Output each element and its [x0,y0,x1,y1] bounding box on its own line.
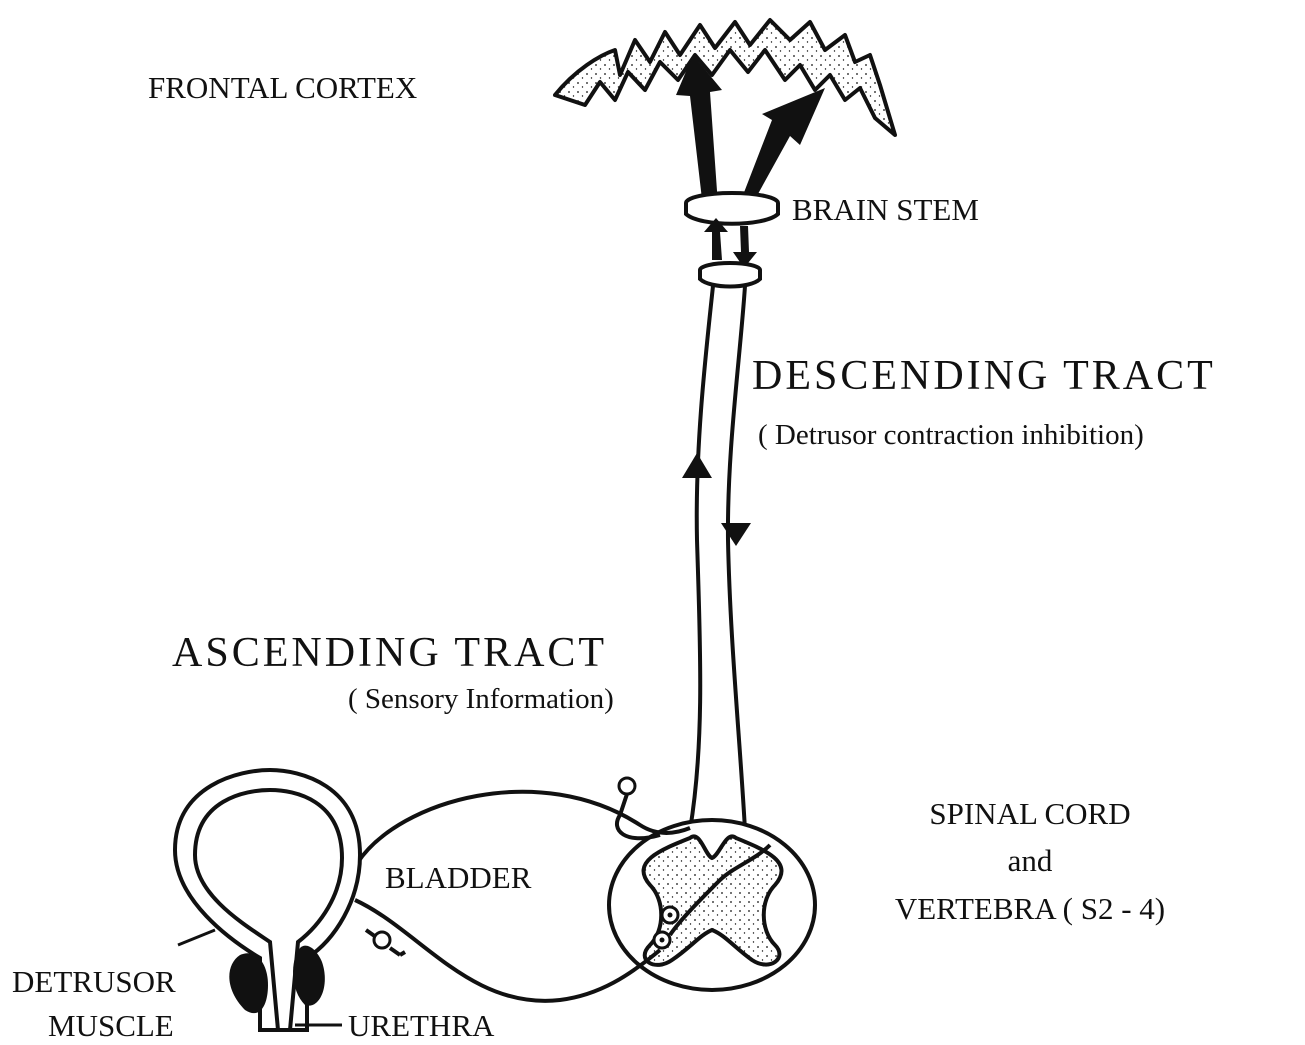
and-label: and [862,845,1198,876]
ascending-tract-subtitle: ( Sensory Information) [348,685,614,714]
brain-stem-label: BRAIN STEM [792,194,979,225]
frontal-cortex-shape [555,20,895,135]
descending-arrow [721,523,751,546]
muscle-label: MUSCLE [48,1010,174,1041]
bladder-shape [175,770,360,1030]
spinal-tract-lines [690,286,745,830]
spinal-cord-label: SPINAL CORD [862,798,1198,829]
ascending-tract-title: ASCENDING TRACT [172,632,607,674]
cortex-arrows [676,55,825,212]
brain-stem-upper-disc [686,193,778,224]
vertebra-label: VERTEBRA ( S2 - 4) [862,893,1198,924]
descending-tract-title: DESCENDING TRACT [752,355,1216,397]
detrusor-muscle-left [229,953,268,1013]
descending-tract-subtitle: ( Detrusor contraction inhibition) [758,421,1144,450]
bladder-label: BLADDER [385,862,531,893]
detrusor-label: DETRUSOR [12,966,176,997]
frontal-cortex-label: FRONTAL CORTEX [148,72,417,103]
brain-stem-lower-disc [700,263,760,287]
ascending-arrow [682,453,712,478]
urethra-label: URETHRA [348,1010,494,1041]
